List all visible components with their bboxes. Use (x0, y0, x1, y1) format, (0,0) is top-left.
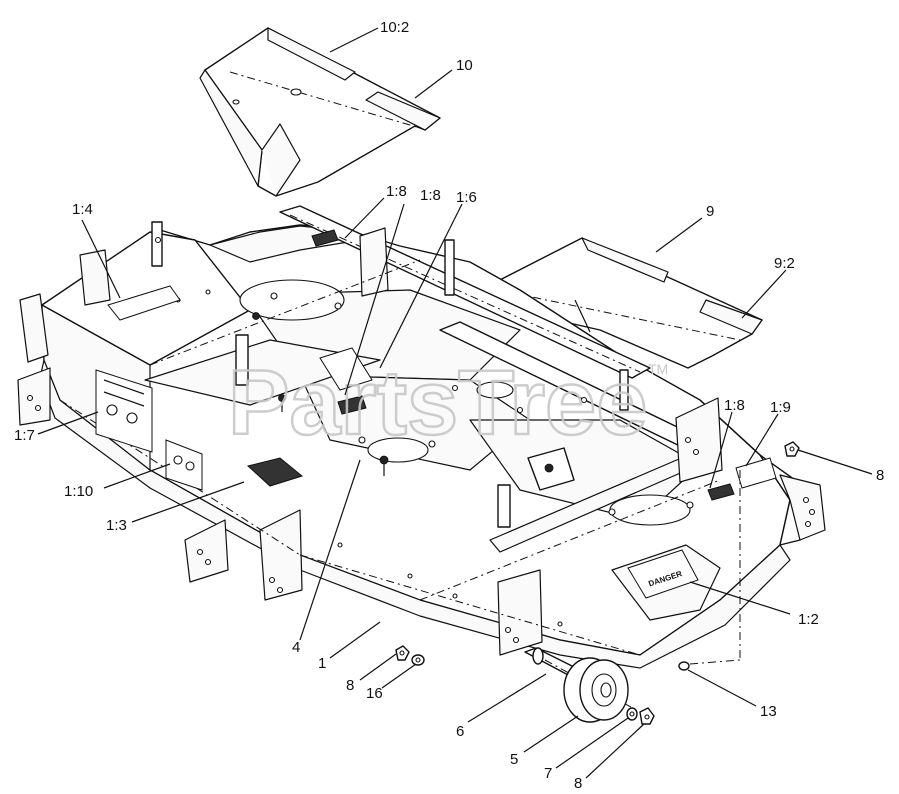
wheel-part-5[interactable] (563, 657, 629, 723)
callout-9-2: 9:2 (774, 255, 795, 272)
bolt-part-13[interactable] (678, 470, 741, 671)
callout-1-8-right: 1:8 (724, 397, 745, 414)
callout-8-wheel: 8 (574, 775, 582, 792)
callout-1-2: 1:2 (798, 611, 819, 628)
decal-1-2-danger: DANGER (627, 549, 699, 599)
washer-part-16[interactable] (411, 654, 425, 666)
decal-1-8-center (337, 395, 367, 415)
callout-1-4: 1:4 (72, 201, 93, 218)
nut-part-8-wheel[interactable] (639, 707, 655, 725)
callout-1-9: 1:9 (770, 399, 791, 416)
callout-8-left: 8 (346, 677, 354, 694)
callout-labels: 10:2 10 1:8 1:8 1:6 1:4 9 9:2 1:8 1:9 8 … (14, 19, 884, 792)
decal-1-3 (246, 457, 304, 487)
bolt-upper (252, 312, 286, 412)
callout-1-8-top: 1:8 (386, 183, 407, 200)
callout-1-10: 1:10 (64, 483, 93, 500)
callout-13: 13 (760, 703, 777, 720)
callout-1-6: 1:6 (456, 189, 477, 206)
nut-part-8-left[interactable] (395, 645, 410, 661)
deck-shield-part-10[interactable] (199, 27, 441, 197)
callout-1-8-center: 1:8 (420, 187, 441, 204)
callout-1-3: 1:3 (106, 517, 127, 534)
callout-9: 9 (706, 203, 714, 220)
leader-lines (37, 27, 873, 779)
callout-16: 16 (366, 685, 383, 702)
nut-part-8-right[interactable] (784, 441, 800, 457)
callout-10-2: 10:2 (380, 19, 409, 36)
decal-1-8-right (707, 483, 735, 501)
callout-4: 4 (292, 639, 300, 656)
watermark: PartsTree TM (227, 351, 668, 456)
callout-1: 1 (318, 655, 326, 672)
bolt-part-4[interactable] (379, 455, 389, 476)
callout-8-right: 8 (876, 467, 884, 484)
callout-6: 6 (456, 723, 464, 740)
callout-7: 7 (544, 765, 552, 782)
deck-shield-part-9[interactable] (489, 237, 763, 369)
decal-1-10 (165, 439, 203, 491)
washer-part-7[interactable] (626, 707, 638, 721)
callout-10: 10 (456, 57, 473, 74)
watermark-tm: TM (648, 361, 668, 377)
decal-1-6 (319, 347, 373, 391)
decal-1-8-top (311, 229, 339, 247)
watermark-text: PartsTree (228, 352, 647, 454)
callout-5: 5 (510, 751, 518, 768)
callout-1-7: 1:7 (14, 427, 35, 444)
decal-1-4 (107, 285, 181, 321)
